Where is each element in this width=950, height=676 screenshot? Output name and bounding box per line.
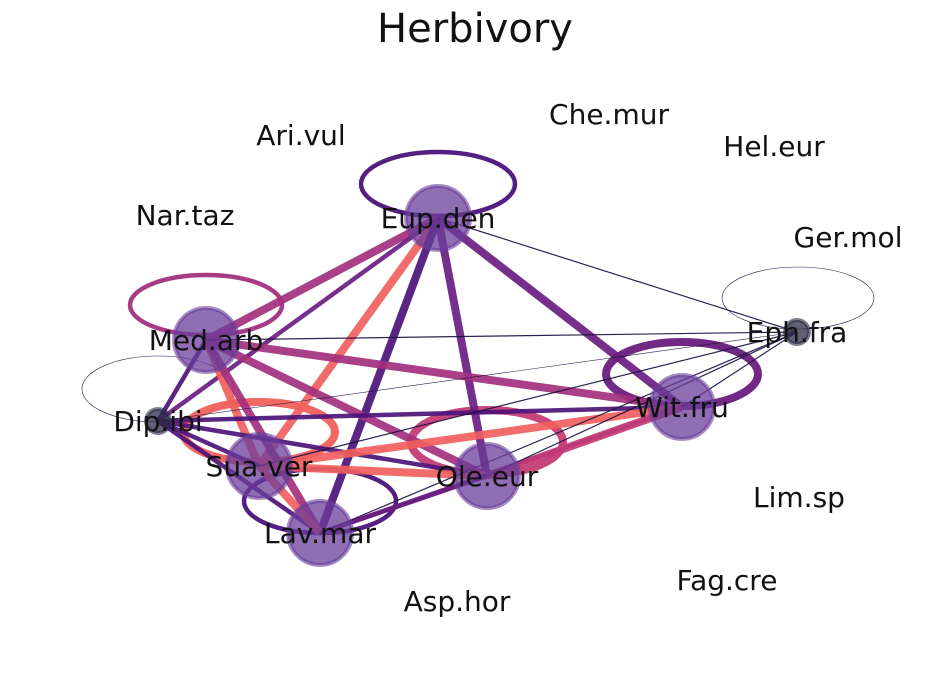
- node-label-ole-eur: Ole.eur: [436, 460, 539, 493]
- node-label-ger-mol: Ger.mol: [794, 221, 903, 254]
- edge-dip-ibi-eph-fra: [157, 331, 798, 422]
- node-label-sua-ver: Sua.ver: [206, 450, 313, 483]
- edge-eup-den-sua-ver: [255, 215, 442, 469]
- edge-dip-ibi-ole-eur: [157, 418, 488, 479]
- edge-ole-eur-wit-fru: [485, 403, 684, 480]
- node-label-med-arb: Med.arb: [149, 324, 264, 357]
- edge-sua-ver-ole-eur: [258, 462, 488, 480]
- edge-med-arb-ole-eur: [204, 336, 489, 480]
- diagram-title: Herbivory: [377, 6, 573, 52]
- node-label-che-mur: Che.mur: [549, 98, 669, 131]
- edge-eup-den-med-arb: [204, 214, 440, 344]
- node-label-asp-hor: Asp.hor: [404, 585, 511, 618]
- edge-eup-den-eph-fra: [437, 217, 798, 333]
- node-label-ari-vul: Ari.vul: [256, 119, 345, 152]
- edge-med-arb-wit-fru: [205, 336, 683, 411]
- node-med-arb: [172, 306, 240, 374]
- node-label-wit-fru: Wit.fru: [635, 391, 729, 424]
- node-eup-den: [404, 184, 472, 252]
- edge-eup-den-lav-mar: [316, 216, 442, 535]
- edge-sua-ver-wit-fru: [258, 403, 683, 470]
- node-label-lav-mar: Lav.mar: [264, 517, 376, 550]
- edge-ole-eur-eph-fra: [486, 331, 798, 477]
- node-eph-fra: [783, 318, 811, 346]
- node-label-dip-ibi: Dip.ibi: [113, 405, 202, 438]
- edge-layer: [156, 214, 798, 536]
- node-lav-mar: [286, 499, 354, 567]
- node-label-fag-cre: Fag.cre: [677, 564, 778, 597]
- node-label-lim-sp: Lim.sp: [753, 481, 845, 514]
- edge-eup-den-dip-ibi: [156, 216, 440, 423]
- edge-lav-mar-eph-fra: [319, 331, 798, 534]
- edge-dip-ibi-wit-fru: [157, 404, 683, 424]
- node-wit-fru: [648, 373, 716, 441]
- edge-sua-ver-eph-fra: [258, 331, 798, 467]
- node-dip-ibi: [144, 407, 172, 435]
- node-sua-ver: [225, 432, 293, 500]
- edge-eup-den-wit-fru: [435, 214, 685, 411]
- node-label-hel-eur: Hel.eur: [723, 130, 825, 163]
- node-ole-eur: [453, 442, 521, 510]
- node-label-eup-den: Eup.den: [381, 202, 496, 235]
- edge-med-arb-eph-fra: [205, 331, 798, 341]
- node-layer: [144, 184, 811, 567]
- node-label-nar-taz: Nar.taz: [136, 199, 235, 232]
- node-label-eph-fra: Eph.fra: [747, 316, 848, 349]
